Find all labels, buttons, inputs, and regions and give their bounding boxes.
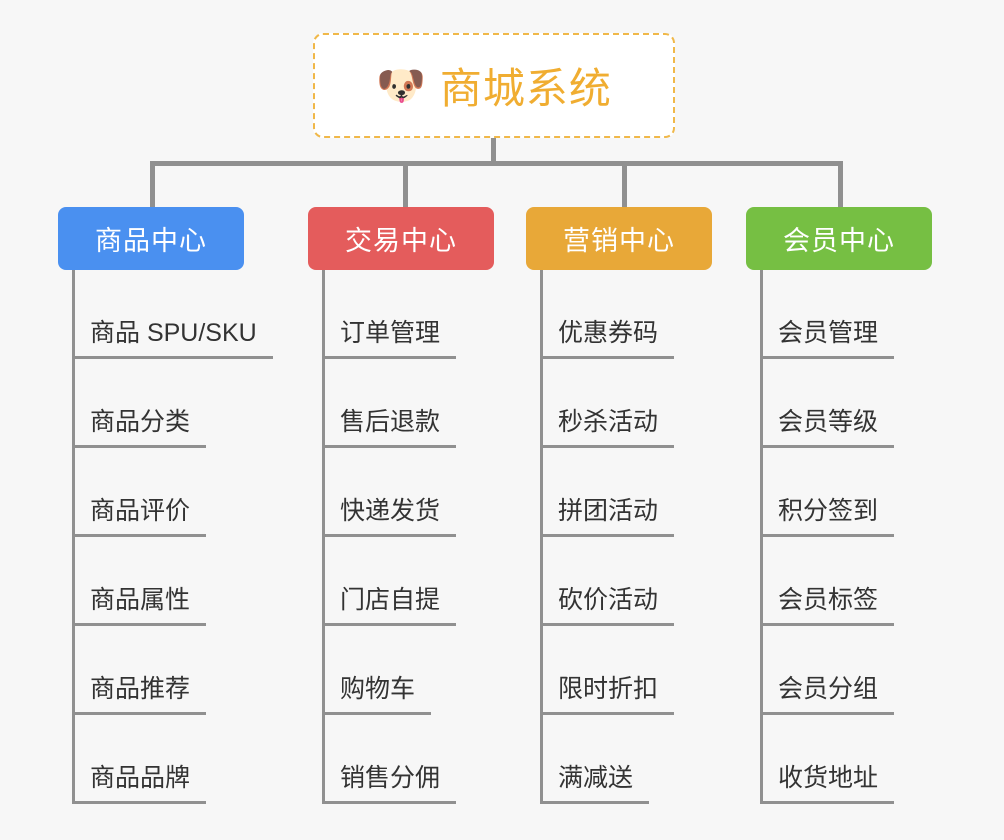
list-item-label: 积分签到: [762, 491, 895, 537]
list-item-label: 砍价活动: [542, 580, 675, 626]
list-item[interactable]: 商品属性: [72, 537, 244, 626]
leaf-trunk-line: [72, 270, 75, 804]
list-item[interactable]: 优惠券码: [540, 270, 712, 359]
list-item-label: 快递发货: [324, 491, 457, 537]
leaf-list-member-center: 会员管理 会员等级 积分签到 会员标签 会员分组 收货地址: [746, 270, 932, 804]
list-item[interactable]: 拼团活动: [540, 448, 712, 537]
leaf-trunk-line: [540, 270, 543, 804]
leaf-trunk-line: [322, 270, 325, 804]
leaf-list-trade-center: 订单管理 售后退款 快递发货 门店自提 购物车 销售分佣: [308, 270, 494, 804]
list-item[interactable]: 商品分类: [72, 359, 244, 448]
branch-header-product-center[interactable]: 商品中心: [58, 207, 244, 270]
list-item-label: 会员管理: [762, 313, 895, 359]
list-item-label: 销售分佣: [324, 758, 457, 804]
branch-header-member-center[interactable]: 会员中心: [746, 207, 932, 270]
list-item-label: 优惠券码: [542, 313, 675, 359]
list-item[interactable]: 限时折扣: [540, 626, 712, 715]
list-item[interactable]: 收货地址: [760, 715, 932, 804]
list-item-label: 商品 SPU/SKU: [74, 313, 273, 359]
branch-trade-center: 交易中心 订单管理 售后退款 快递发货 门店自提 购物车 销售分佣: [308, 207, 494, 804]
list-item[interactable]: 满减送: [540, 715, 712, 804]
list-item[interactable]: 秒杀活动: [540, 359, 712, 448]
branch-header-trade-center[interactable]: 交易中心: [308, 207, 494, 270]
root-title: 商城系统: [439, 65, 612, 112]
list-item-label: 门店自提: [324, 580, 457, 626]
list-item[interactable]: 门店自提: [322, 537, 494, 626]
list-item[interactable]: 会员分组: [760, 626, 932, 715]
list-item[interactable]: 砍价活动: [540, 537, 712, 626]
connector-drop-member-center: [838, 161, 843, 209]
connector-root-stem: [491, 138, 496, 164]
list-item-label: 商品分类: [74, 402, 207, 448]
list-item-label: 订单管理: [324, 313, 457, 359]
branch-member-center: 会员中心 会员管理 会员等级 积分签到 会员标签 会员分组 收货地址: [746, 207, 932, 804]
list-item[interactable]: 售后退款: [322, 359, 494, 448]
list-item-label: 限时折扣: [542, 669, 675, 715]
connector-horizontal-bar: [150, 161, 840, 166]
list-item-label: 商品属性: [74, 580, 207, 626]
leaf-trunk-line: [760, 270, 763, 804]
list-item-label: 商品品牌: [74, 758, 207, 804]
connector-drop-product-center: [150, 161, 155, 209]
list-item[interactable]: 销售分佣: [322, 715, 494, 804]
list-item-label: 商品推荐: [74, 669, 207, 715]
list-item[interactable]: 会员管理: [760, 270, 932, 359]
list-item-label: 会员等级: [762, 402, 895, 448]
list-item[interactable]: 会员标签: [760, 537, 932, 626]
list-item-label: 会员分组: [762, 669, 895, 715]
list-item-label: 拼团活动: [542, 491, 675, 537]
list-item-label: 秒杀活动: [542, 402, 675, 448]
list-item[interactable]: 购物车: [322, 626, 494, 715]
connector-drop-marketing-center: [622, 161, 627, 209]
leaf-list-marketing-center: 优惠券码 秒杀活动 拼团活动 砍价活动 限时折扣 满减送: [526, 270, 712, 804]
branch-header-marketing-center[interactable]: 营销中心: [526, 207, 712, 270]
list-item[interactable]: 会员等级: [760, 359, 932, 448]
branch-product-center: 商品中心 商品 SPU/SKU 商品分类 商品评价 商品属性 商品推荐 商品品牌: [58, 207, 273, 804]
list-item[interactable]: 商品 SPU/SKU: [72, 270, 273, 359]
list-item[interactable]: 商品评价: [72, 448, 244, 537]
list-item[interactable]: 商品品牌: [72, 715, 244, 804]
list-item-label: 商品评价: [74, 491, 207, 537]
list-item-label: 收货地址: [762, 758, 895, 804]
list-item-label: 购物车: [324, 669, 432, 715]
branch-marketing-center: 营销中心 优惠券码 秒杀活动 拼团活动 砍价活动 限时折扣 满减送: [526, 207, 712, 804]
list-item[interactable]: 订单管理: [322, 270, 494, 359]
list-item-label: 售后退款: [324, 402, 457, 448]
list-item-label: 会员标签: [762, 580, 895, 626]
list-item[interactable]: 积分签到: [760, 448, 932, 537]
connector-drop-trade-center: [403, 161, 408, 209]
dog-face-icon: 🐶: [376, 62, 426, 109]
leaf-list-product-center: 商品 SPU/SKU 商品分类 商品评价 商品属性 商品推荐 商品品牌: [58, 270, 273, 804]
list-item[interactable]: 商品推荐: [72, 626, 244, 715]
root-node[interactable]: 🐶 商城系统: [313, 33, 675, 138]
list-item-label: 满减送: [542, 758, 650, 804]
list-item[interactable]: 快递发货: [322, 448, 494, 537]
